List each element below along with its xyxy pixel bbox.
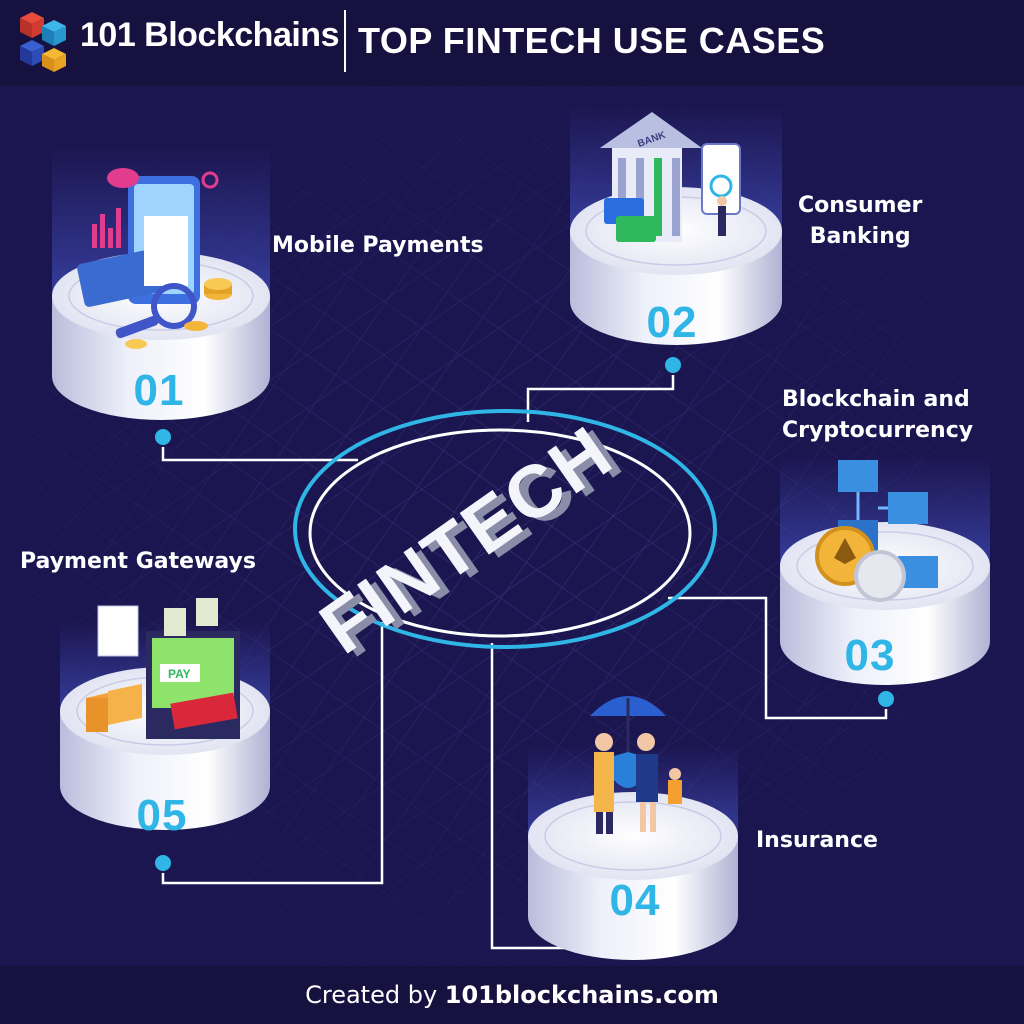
- pedestal-04: [528, 696, 738, 960]
- label-02-line2: Banking: [809, 224, 911, 249]
- number-03: 03: [844, 631, 896, 680]
- footer: Created by 101blockchains.com: [0, 966, 1024, 1024]
- label-01: Mobile Payments: [272, 233, 484, 258]
- connector-02: [526, 365, 675, 422]
- header: 101 Blockchains TOP FINTECH USE CASES: [0, 0, 1024, 86]
- label-03: Blockchain and Cryptocurrency: [782, 384, 973, 446]
- logo-cubes-icon: [20, 12, 66, 72]
- header-divider: [344, 10, 346, 72]
- diagram-scene: BANK: [0, 86, 1024, 966]
- number-01: 01: [133, 366, 185, 415]
- insurance-illustration: [590, 696, 682, 834]
- label-03-line2: Cryptocurrency: [782, 418, 974, 443]
- center-rings: [293, 409, 717, 649]
- label-03-line1: Blockchain and: [782, 387, 970, 412]
- number-05: 05: [136, 791, 188, 840]
- dot-03: [876, 689, 896, 709]
- blockchain-illustration: [815, 460, 938, 602]
- brand-name: 101 Blockchains: [80, 16, 339, 54]
- mobile-payment-illustration: [77, 168, 232, 349]
- diagram-canvas: BANK: [0, 86, 1024, 966]
- pay-sign: PAY: [168, 667, 191, 681]
- number-04: 04: [609, 876, 661, 925]
- pedestal-05: PAY: [60, 598, 270, 830]
- bank-illustration: BANK: [600, 112, 741, 242]
- pedestal-01: [52, 146, 270, 420]
- dot-02: [663, 355, 683, 375]
- footer-site-link[interactable]: 101blockchains.com: [444, 981, 719, 1009]
- pedestal-02: BANK: [570, 106, 782, 345]
- label-05: Payment Gateways: [20, 549, 256, 574]
- label-02-line1: Consumer: [798, 193, 923, 218]
- pedestal-03: [780, 456, 990, 685]
- dot-05: [153, 853, 173, 873]
- footer-credit: Created by 101blockchains.com: [305, 981, 719, 1009]
- number-02: 02: [646, 298, 698, 347]
- page-title: TOP FINTECH USE CASES: [358, 20, 826, 61]
- label-02: Consumer Banking: [798, 190, 922, 252]
- footer-prefix: Created by: [305, 981, 445, 1009]
- dot-01: [153, 427, 173, 447]
- label-04: Insurance: [756, 828, 878, 853]
- payment-gateway-illustration: PAY: [86, 598, 240, 739]
- connector-03: [668, 596, 888, 720]
